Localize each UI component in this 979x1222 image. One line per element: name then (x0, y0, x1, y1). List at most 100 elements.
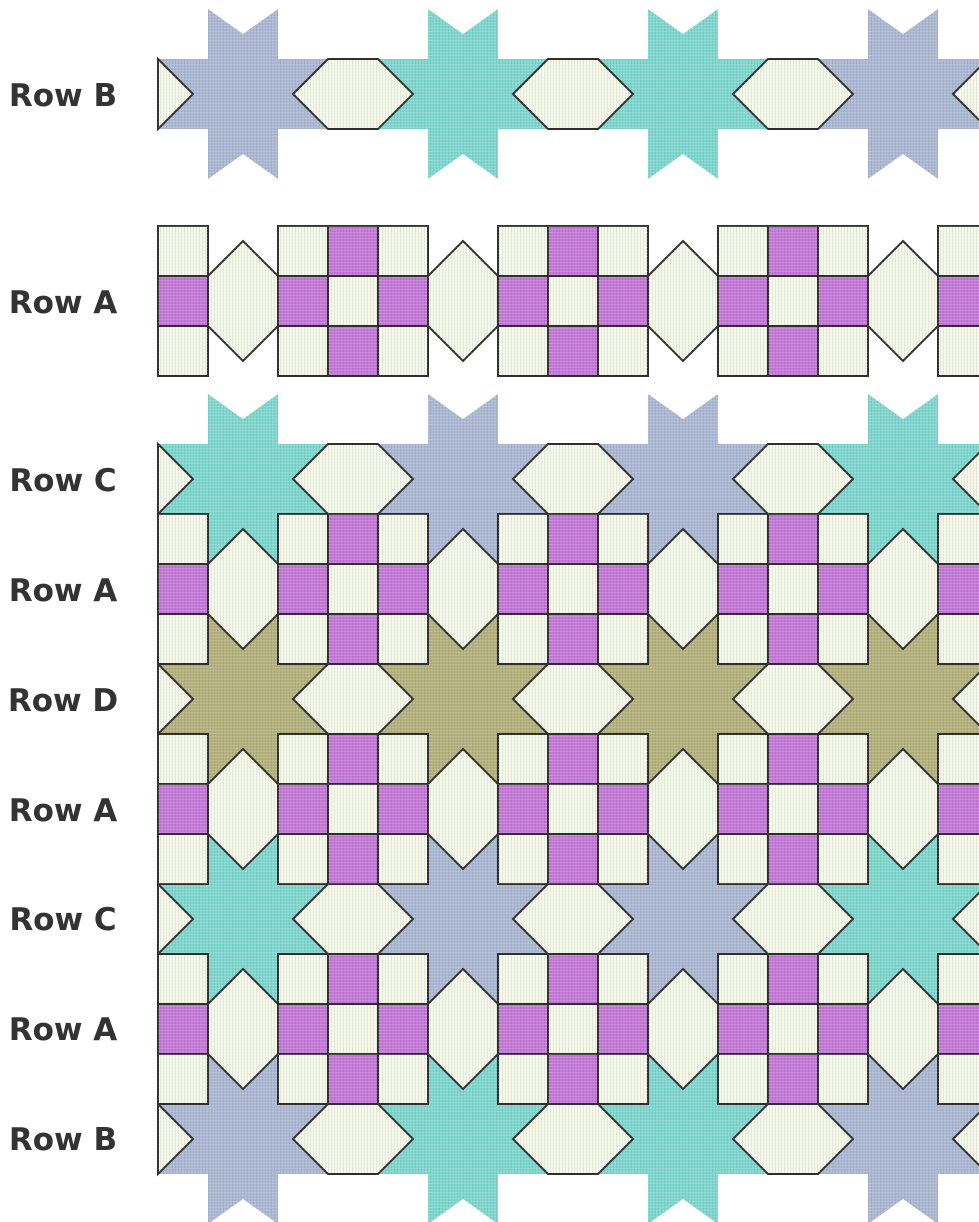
assembled-row-a-2-corner-square (818, 834, 868, 884)
row-a-top-nine-patch-2-square (498, 276, 548, 326)
assembled-row-a-2-corner-square (598, 834, 648, 884)
assembled-row-a-3-corner-square (158, 1054, 208, 1104)
assembled-row-a-3-nine-patch-3-square (718, 1004, 768, 1054)
assembled-row-a-2-nine-patch-2-square (548, 784, 598, 834)
assembled-row-a-3-nine-patch-1-square (278, 1054, 328, 1104)
assembled-row-a-3-nine-patch-2-square (548, 954, 598, 1004)
row-a-top-hexagon-1 (208, 241, 278, 361)
assembled-row-a-1-nine-patch-3-square (718, 514, 768, 564)
row-a-top-nine-patch-1-square (278, 276, 328, 326)
row-a-standalone (158, 226, 979, 376)
assembled-row-a-1-nine-patch-1-square (328, 564, 378, 614)
assembled-row-a-2-corner-square (158, 834, 208, 884)
assembled-row-a-2-purple-square (818, 784, 868, 834)
row-a-top-corner-square (818, 326, 868, 376)
row-label-assembled-2: Row A (9, 573, 118, 609)
assembled-row-a-3-nine-patch-2-square (548, 1004, 598, 1054)
row-a-top-nine-patch-2-square (548, 326, 598, 376)
assembled-row-a-1-nine-patch-3-square (768, 614, 818, 664)
row-a-top-corner-square (598, 226, 648, 276)
assembled-row-a-2-nine-patch-3-square (718, 784, 768, 834)
assembled-row-a-1-corner-square (598, 614, 648, 664)
assembled-row-a-2-nine-patch-4-square (938, 834, 979, 884)
row-a-top-nine-patch-2-square (498, 226, 548, 276)
assembled-row-a-3-corner-square (378, 1054, 428, 1104)
row-a-top-nine-patch-2-square (548, 226, 598, 276)
assembled-row-a-2-nine-patch-3-square (718, 834, 768, 884)
assembled-row-a-3-corner-square (378, 954, 428, 1004)
assembled-row-a-2-nine-patch-1-square (278, 784, 328, 834)
row-a-top-purple-square (158, 276, 208, 326)
assembled-quilt-rows (158, 394, 979, 1222)
row-label-assembled-4: Row A (9, 793, 118, 829)
assembled-row-a-3-purple-square (158, 1004, 208, 1054)
assembled-row-a-1-purple-square (818, 564, 868, 614)
assembled-row-a-2-nine-patch-3-square (768, 784, 818, 834)
assembled-row-a-2-nine-patch-4-square (938, 734, 979, 784)
assembled-row-a-1-nine-patch-2-square (548, 514, 598, 564)
row-label-assembled-3: Row D (8, 683, 118, 719)
row-a-top-nine-patch-3-square (718, 226, 768, 276)
assembled-row-a-2-nine-patch-3-square (718, 734, 768, 784)
row-label-b-top: Row B (9, 78, 117, 114)
assembled-row-a-2-nine-patch-1-square (278, 834, 328, 884)
assembled-row-a-3-nine-patch-1-square (278, 954, 328, 1004)
assembled-row-a-3-nine-patch-1-square (328, 954, 378, 1004)
assembled-row-a-3-nine-patch-4-square (938, 1054, 979, 1104)
row-a-top-nine-patch-4-square (938, 226, 979, 276)
assembled-row-a-3-nine-patch-2-square (498, 954, 548, 1004)
row-a-top-corner-square (378, 226, 428, 276)
assembled-row-a-3-purple-square (598, 1004, 648, 1054)
row-a-top-hexagon-2 (428, 241, 498, 361)
assembled-row-a-1-nine-patch-4-square (938, 564, 979, 614)
assembled-row-a-1-nine-patch-4-square (938, 514, 979, 564)
assembled-row-a-1-nine-patch-2-square (548, 564, 598, 614)
assembled-row-a-1-nine-patch-2-square (498, 564, 548, 614)
row-a-top-corner-square (818, 226, 868, 276)
assembled-row-a-2-nine-patch-1-square (328, 834, 378, 884)
assembled-row-a-1-purple-square (598, 564, 648, 614)
assembled-row-a-1-nine-patch-3-square (768, 564, 818, 614)
assembled-row-a-2-purple-square (598, 784, 648, 834)
assembled-row-a-3-nine-patch-2-square (498, 1054, 548, 1104)
assembled-row-a-3-nine-patch-4-square (938, 1004, 979, 1054)
assembled-row-a-1-purple-square (378, 564, 428, 614)
assembled-row-a-2-corner-square (158, 734, 208, 784)
row-a-top-hexagon-4 (868, 241, 938, 361)
assembled-row-a-2-nine-patch-2-square (498, 734, 548, 784)
assembled-row-a-3-corner-square (598, 954, 648, 1004)
row-a-top-corner-square (158, 226, 208, 276)
assembled-row-a-1-nine-patch-1-square (278, 564, 328, 614)
assembled-row-a-1-nine-patch-1-square (328, 614, 378, 664)
assembled-row-a-2-corner-square (818, 734, 868, 784)
assembled-row-a-3-corner-square (598, 1054, 648, 1104)
assembled-row-a-2-nine-patch-2-square (498, 784, 548, 834)
assembled-row-a-1-nine-patch-2-square (548, 614, 598, 664)
row-a-top-nine-patch-3-square (718, 276, 768, 326)
assembled-row-a-3-nine-patch-2-square (498, 1004, 548, 1054)
assembled-row-a-2-nine-patch-1-square (328, 734, 378, 784)
assembled-row-a-1-purple-square (158, 564, 208, 614)
assembled-row-a-3-nine-patch-3-square (718, 954, 768, 1004)
assembled-row-a-3-nine-patch-2-square (548, 1054, 598, 1104)
row-a-top-nine-patch-3-square (768, 276, 818, 326)
row-a-top-nine-patch-1-square (328, 276, 378, 326)
assembled-row-a-1-corner-square (818, 614, 868, 664)
row-label-assembled-1: Row C (9, 463, 116, 499)
assembled-row-a-3-nine-patch-3-square (768, 954, 818, 1004)
assembled-row-a-2-nine-patch-1-square (278, 734, 328, 784)
assembled-row-a-3-corner-square (818, 954, 868, 1004)
row-a-top-nine-patch-1-square (278, 326, 328, 376)
assembled-row-a-2-corner-square (378, 834, 428, 884)
assembled-row-a-3-nine-patch-3-square (718, 1054, 768, 1104)
assembled-row-a-1-corner-square (378, 514, 428, 564)
assembled-row-a-1-corner-square (598, 514, 648, 564)
row-a-top-corner-square (598, 326, 648, 376)
assembled-row-a-1-nine-patch-1-square (278, 514, 328, 564)
assembled-row-a-1-nine-patch-1-square (328, 514, 378, 564)
row-label-a-top: Row A (9, 285, 118, 321)
row-a-top-nine-patch-3-square (718, 326, 768, 376)
assembled-row-a-3-nine-patch-1-square (278, 1004, 328, 1054)
assembled-row-a-3-nine-patch-3-square (768, 1054, 818, 1104)
